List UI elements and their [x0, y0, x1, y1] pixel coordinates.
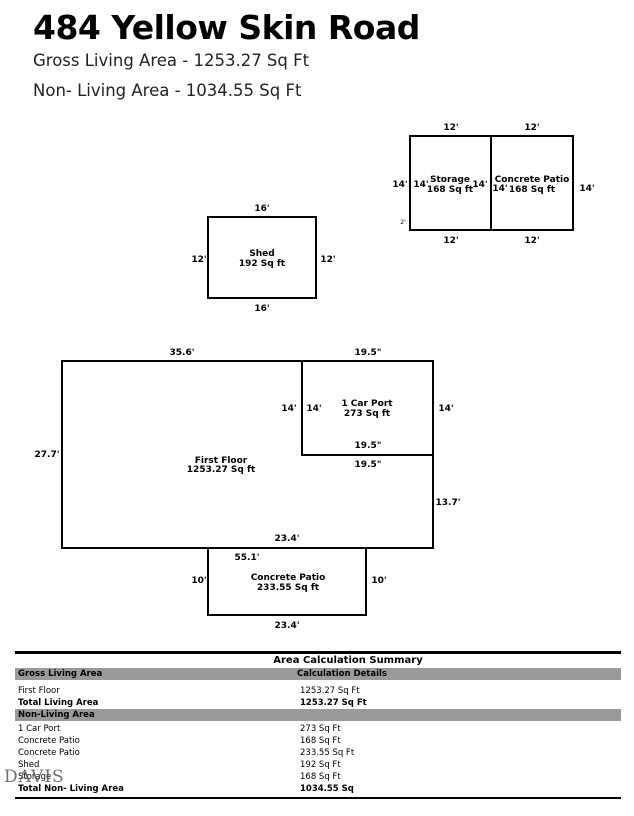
storage-right-inner-dim: 14' — [472, 180, 487, 190]
patio-right-dim: 14' — [579, 184, 594, 194]
shed-bottom-dim: 16' — [254, 304, 269, 314]
non-living-area-line: Non- Living Area - 1034.55 Sq Ft — [33, 81, 302, 100]
floor-plan-diagram: 12' 12' 12' 12' 14' 14' 14' 14' 14' 2' S… — [35, 123, 595, 631]
shed-right-dim: 12' — [320, 255, 335, 265]
carport-area: 273 Sq ft — [344, 409, 391, 419]
table-row: Concrete Patio 233.55 Sq Ft — [15, 747, 621, 759]
carport-left-inner-dim: 14' — [306, 404, 321, 414]
storage-left-outer-dim: 14' — [392, 180, 407, 190]
gross-living-area-line: Gross Living Area - 1253.27 Sq Ft — [33, 51, 310, 70]
table-row: 1 Car Port 273 Sq Ft — [15, 723, 621, 735]
carport-label: 1 Car Port — [341, 399, 393, 409]
patio-top-label: Concrete Patio — [495, 175, 570, 185]
first-floor-outline — [61, 360, 434, 549]
row-value: 192 Sq Ft — [300, 760, 341, 770]
total-living-value: 1253.27 Sq Ft — [300, 698, 367, 708]
storage-top-dim: 12' — [443, 123, 458, 133]
non-living-header-label: Non-Living Area — [18, 710, 95, 720]
row-label: 1 Car Port — [18, 724, 61, 734]
shed-left-dim: 12' — [191, 255, 206, 265]
carport-outline — [301, 361, 433, 456]
storage-area: 168 Sq ft — [427, 185, 474, 195]
non-living-header: Non-Living Area — [15, 709, 621, 721]
first-floor-bottom-dim: 23.4' — [275, 534, 300, 544]
storage-small-dim: 2' — [400, 219, 406, 226]
row-value: 1253.27 Sq Ft — [300, 686, 360, 696]
summary-bottom-rule — [15, 797, 621, 799]
table-row: Shed 192 Sq Ft — [15, 759, 621, 771]
total-non-living-value: 1034.55 Sq — [300, 784, 354, 794]
total-non-living-label: Total Non- Living Area — [18, 784, 124, 794]
patio-bottom-dim: 12' — [524, 236, 539, 246]
row-value: 168 Sq Ft — [300, 772, 341, 782]
storage-bottom-dim: 12' — [443, 236, 458, 246]
table-row: Storage 168 Sq Ft — [15, 771, 621, 783]
row-value: 168 Sq Ft — [300, 736, 341, 746]
shed-area: 192 Sq ft — [239, 259, 286, 269]
carport-bottom-inner-dim: 19.5" — [355, 441, 382, 451]
concrete-patio-bottom — [207, 548, 367, 616]
summary-top-rule — [15, 651, 621, 654]
gross-living-header-label: Gross Living Area — [18, 669, 103, 679]
patio-bottom-area: 233.55 Sq ft — [257, 583, 320, 593]
patio-top-dim: 12' — [524, 123, 539, 133]
total-living-label: Total Living Area — [18, 698, 99, 708]
table-row: Concrete Patio 168 Sq Ft — [15, 735, 621, 747]
first-floor-top-dim: 35.6' — [170, 348, 195, 358]
gross-living-header: Gross Living Area Calculation Details — [15, 668, 621, 680]
total-living-row: Total Living Area 1253.27 Sq Ft — [15, 697, 621, 709]
row-value: 233.55 Sq Ft — [300, 748, 355, 758]
concrete-patio-top — [490, 135, 574, 231]
first-floor-right-lower-dim: 13.7' — [436, 498, 461, 508]
patio-bottom-right-dim: 10' — [371, 576, 386, 586]
row-value: 273 Sq Ft — [300, 724, 341, 734]
watermark-logo: DAVIS — [4, 767, 65, 787]
patio-bottom-bottom-dim: 23.4' — [275, 621, 300, 631]
area-summary-table: Area Calculation Summary Gross Living Ar… — [15, 651, 621, 799]
patio-left-inner-dim: 14' — [492, 184, 507, 194]
table-row: First Floor 1253.27 Sq Ft — [15, 685, 621, 697]
carport-top-dim: 19.5" — [355, 348, 382, 358]
patio-bottom-label: Concrete Patio — [251, 573, 326, 583]
row-label: Concrete Patio — [18, 736, 80, 746]
storage-label: Storage — [430, 175, 470, 185]
row-label: First Floor — [18, 686, 60, 696]
shed-top-dim: 16' — [254, 204, 269, 214]
storage-left-inner-dim: 14' — [413, 180, 428, 190]
row-label: Storage — [18, 772, 52, 782]
carport-left-outer-dim: 14' — [281, 404, 296, 414]
first-floor-left-dim: 27.7' — [35, 450, 60, 460]
first-floor-label: First Floor — [195, 456, 248, 466]
first-floor-area: 1253.27 Sq ft — [187, 465, 256, 475]
shed-label: Shed — [249, 249, 274, 259]
shed-room — [207, 216, 317, 299]
summary-title: Area Calculation Summary — [273, 655, 423, 666]
carport-bottom-outer-dim: 19.5" — [355, 460, 382, 470]
row-label: Concrete Patio — [18, 748, 80, 758]
row-label: Shed — [18, 760, 40, 770]
carport-right-dim: 14' — [438, 404, 453, 414]
patio-bottom-top-dim: 55.1' — [235, 553, 260, 563]
patio-bottom-left-dim: 10' — [191, 576, 206, 586]
total-non-living-row: Total Non- Living Area 1034.55 Sq — [15, 783, 621, 795]
calculation-details-header: Calculation Details — [297, 669, 387, 679]
page-title: 484 Yellow Skin Road — [33, 8, 420, 47]
patio-top-area: 168 Sq ft — [509, 185, 556, 195]
